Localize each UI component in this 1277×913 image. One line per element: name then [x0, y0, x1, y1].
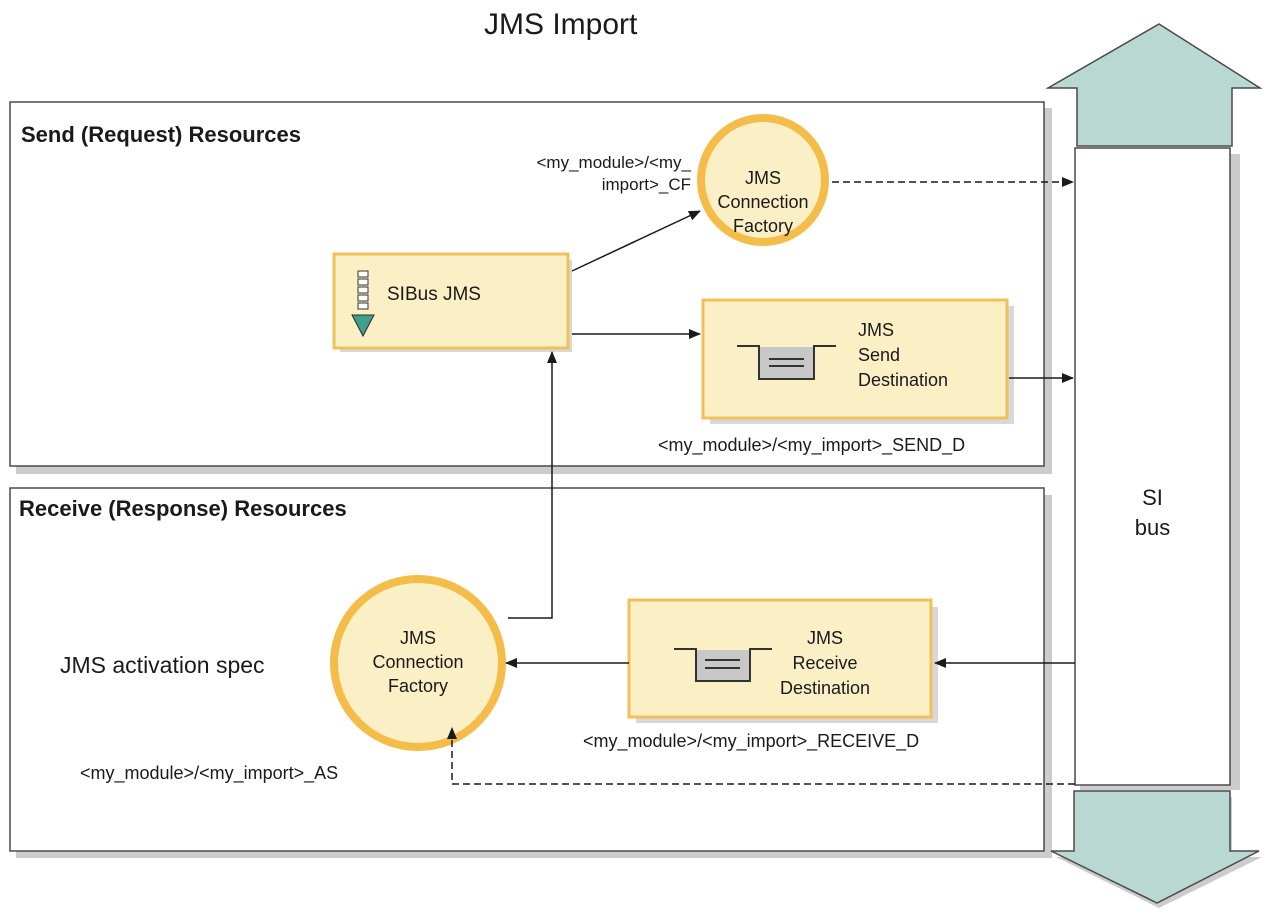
activation-spec-label: JMS activation spec [60, 652, 265, 678]
receive-queue-icon [674, 648, 772, 682]
sibus-download-icon [351, 270, 375, 338]
receive-destination-node [627, 598, 933, 719]
receive-panel-title: Receive (Response) Resources [19, 496, 347, 521]
send-queue-icon [737, 345, 836, 380]
send-destination-label: JMS Send Destination [858, 320, 949, 390]
activation-spec-jndi-name: <my_module>/<my_import>_AS [80, 763, 339, 783]
connection-factory-jndi-name: <my_module>/<my_ import>_CF [536, 153, 692, 194]
receive-destination-label: JMS Receive Destination [780, 628, 871, 698]
send-panel-title: Send (Request) Resources [21, 122, 301, 147]
bus-arrow-up-icon [1045, 23, 1263, 147]
receive-connection-factory-circle [330, 575, 506, 751]
sibus-jms-node [332, 252, 570, 350]
receive-destination-jndi-name: <my_module>/<my_import>_RECEIVE_D [583, 731, 920, 751]
send-destination-node [701, 298, 1009, 420]
arrow-bus-to-activation-spec [447, 727, 1075, 785]
si-bus-label: SI bus [1134, 485, 1171, 540]
send-cf-label: JMS Connection Factory [717, 168, 809, 236]
receive-cf-label: JMS Connection Factory [372, 628, 464, 696]
si-bus [1074, 147, 1231, 786]
arrow-activation-spec-to-sibus [508, 351, 557, 619]
arrow-sibus-to-cf [571, 210, 701, 272]
send-destination-jndi-name: <my_module>/<my_import>_SEND_D [658, 435, 966, 455]
diagram-title: JMS Import [484, 8, 638, 41]
send-connection-factory-circle [697, 114, 829, 246]
sibus-jms-label: SIBus JMS [387, 284, 481, 305]
bus-arrow-down-icon [1050, 790, 1260, 904]
